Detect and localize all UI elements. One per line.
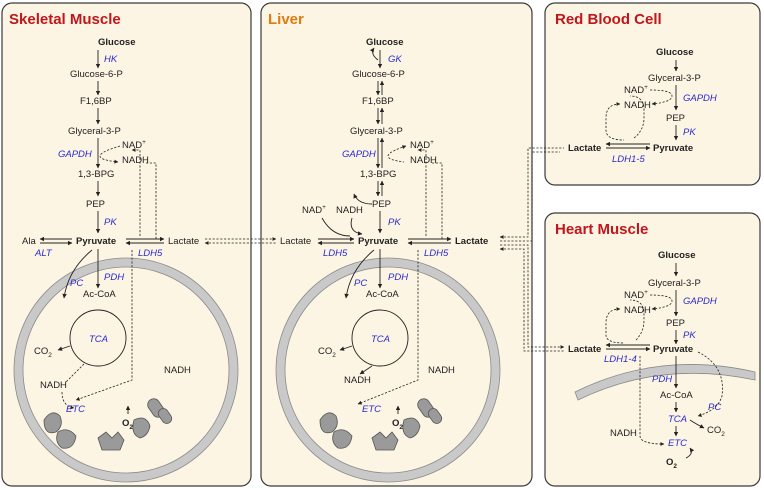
liver-title: Liver [268,11,304,28]
sm-pyruvate: Pyruvate [76,236,116,247]
hm-nadh: NADH [624,305,651,316]
hm-gapdh-enzyme: GAPDH [683,296,717,307]
lv-etc-enzyme: ETC [362,404,381,415]
rbc-pyruvate: Pyruvate [653,143,693,154]
sm-gapdh-enzyme: GAPDH [58,149,92,160]
lv-lactate-right: Lactate [455,236,488,247]
sm-glucose-6-p: Glucose-6-P [70,69,123,80]
sm-lactate: Lactate [168,236,199,247]
lv-glyceral-3-p: Glyceral-3-P [350,126,403,137]
lv-gapdh-enzyme: GAPDH [342,149,376,160]
hm-ldh1-4-enzyme: LDH1-4 [604,354,637,365]
rbc-glyceral-3-p: Glyceral-3-P [648,73,701,84]
lv-ac-coa: Ac-CoA [366,289,399,300]
sm-ac-coa: Ac-CoA [83,289,116,300]
heart-mitochondrion-membrane [574,364,756,401]
lv-gk-enzyme: GK [388,54,402,65]
hm-o2: O2 [666,457,677,470]
hm-tca-enzyme: TCA [668,414,687,425]
hm-pyruvate: Pyruvate [653,344,693,355]
sm-glucose: Glucose [98,37,136,48]
hm-nadh-low: NADH [610,428,637,439]
sm-glyceral-3-p: Glyceral-3-P [68,126,121,137]
lv-pc-enzyme: PC [354,278,367,289]
lv-tca-enzyme: TCA [371,334,390,345]
sm-f16bp: F1,6BP [80,96,112,107]
lv-glucose-6-p: Glucose-6-P [352,69,405,80]
rbc-lactate: Lactate [568,143,601,154]
sm-alt-enzyme: ALT [34,248,53,259]
sm-hk-enzyme: HK [104,54,118,65]
sm-nad: NAD+ [122,139,146,151]
sm-pep: PEP [86,199,105,210]
lv-nadh-mito: NADH [344,375,371,386]
rbc-ldh1-5-enzyme: LDH1-5 [612,154,645,165]
sm-ala: Ala [22,236,36,247]
lv-ldh5-left-enzyme: LDH5 [323,248,348,259]
rbc-gapdh-enzyme: GAPDH [683,93,717,104]
red-blood-cell-title: Red Blood Cell [555,11,662,28]
sm-tca-enzyme: TCA [89,334,108,345]
hm-glyceral-3-p: Glyceral-3-P [648,278,701,289]
lv-ldh5-right-enzyme: LDH5 [424,248,449,259]
sm-pdh-enzyme: PDH [104,272,124,283]
red-blood-cell-panel [544,2,761,186]
hm-co2: CO2 [707,425,725,438]
skeletal-mitochondrion [13,257,239,483]
hm-glucose: Glucose [658,250,696,261]
sm-nadh-mito: NADH [164,365,191,376]
hm-etc-enzyme: ETC [668,438,687,449]
skeletal-etc-complexes [43,398,173,451]
lv-nad-left: NAD+ [302,204,326,216]
hm-nad: NAD+ [624,289,648,301]
hm-ac-coa: Ac-CoA [660,390,693,401]
sm-pk-enzyme: PK [104,217,117,228]
lv-lactate-left: Lactate [280,236,311,247]
hm-pc-enzyme: PC [708,402,721,413]
sm-pc-enzyme: PC [70,278,83,289]
lv-nadh: NADH [410,155,437,166]
lv-pk-enzyme: PK [388,217,401,228]
lv-nadh-mito-right: NADH [428,365,455,376]
hm-pep: PEP [666,318,685,329]
lv-1-3-bpg: 1,3-BPG [360,169,396,180]
lv-nadh-left: NADH [336,205,363,216]
lv-o2: O2 [392,418,403,431]
rbc-nad: NAD+ [624,84,648,96]
heart-muscle-panel [544,212,761,487]
skeletal-muscle-title: Skeletal Muscle [9,11,121,28]
sm-ldh5-enzyme: LDH5 [138,248,163,259]
sm-1-3-bpg: 1,3-BPG [78,169,114,180]
lv-co2: CO2 [318,346,336,359]
sm-etc-enzyme: ETC [66,404,85,415]
rbc-pk-enzyme: PK [683,127,696,138]
heart-muscle-title: Heart Muscle [555,221,648,238]
lv-pyruvate: Pyruvate [358,236,398,247]
lv-pep: PEP [372,199,391,210]
lv-f16bp: F1,6BP [362,96,394,107]
rbc-glucose: Glucose [656,47,694,58]
inter-organ-lactate-shuttles [204,147,565,352]
sm-o2: O2 [122,418,133,431]
hm-pk-enzyme: PK [683,330,696,341]
rbc-nadh: NADH [624,100,651,111]
lv-pdh-enzyme: PDH [388,272,408,283]
lv-glucose: Glucose [366,37,404,48]
sm-nadh-left: NADH [40,380,67,391]
liver-etc-complexes [319,398,443,451]
sm-co2: CO2 [34,346,52,359]
hm-lactate: Lactate [568,344,601,355]
lv-nad: NAD+ [410,139,434,151]
sm-nadh: NADH [122,155,149,166]
rbc-pep: PEP [666,113,685,124]
hm-pdh-enzyme: PDH [652,374,672,385]
